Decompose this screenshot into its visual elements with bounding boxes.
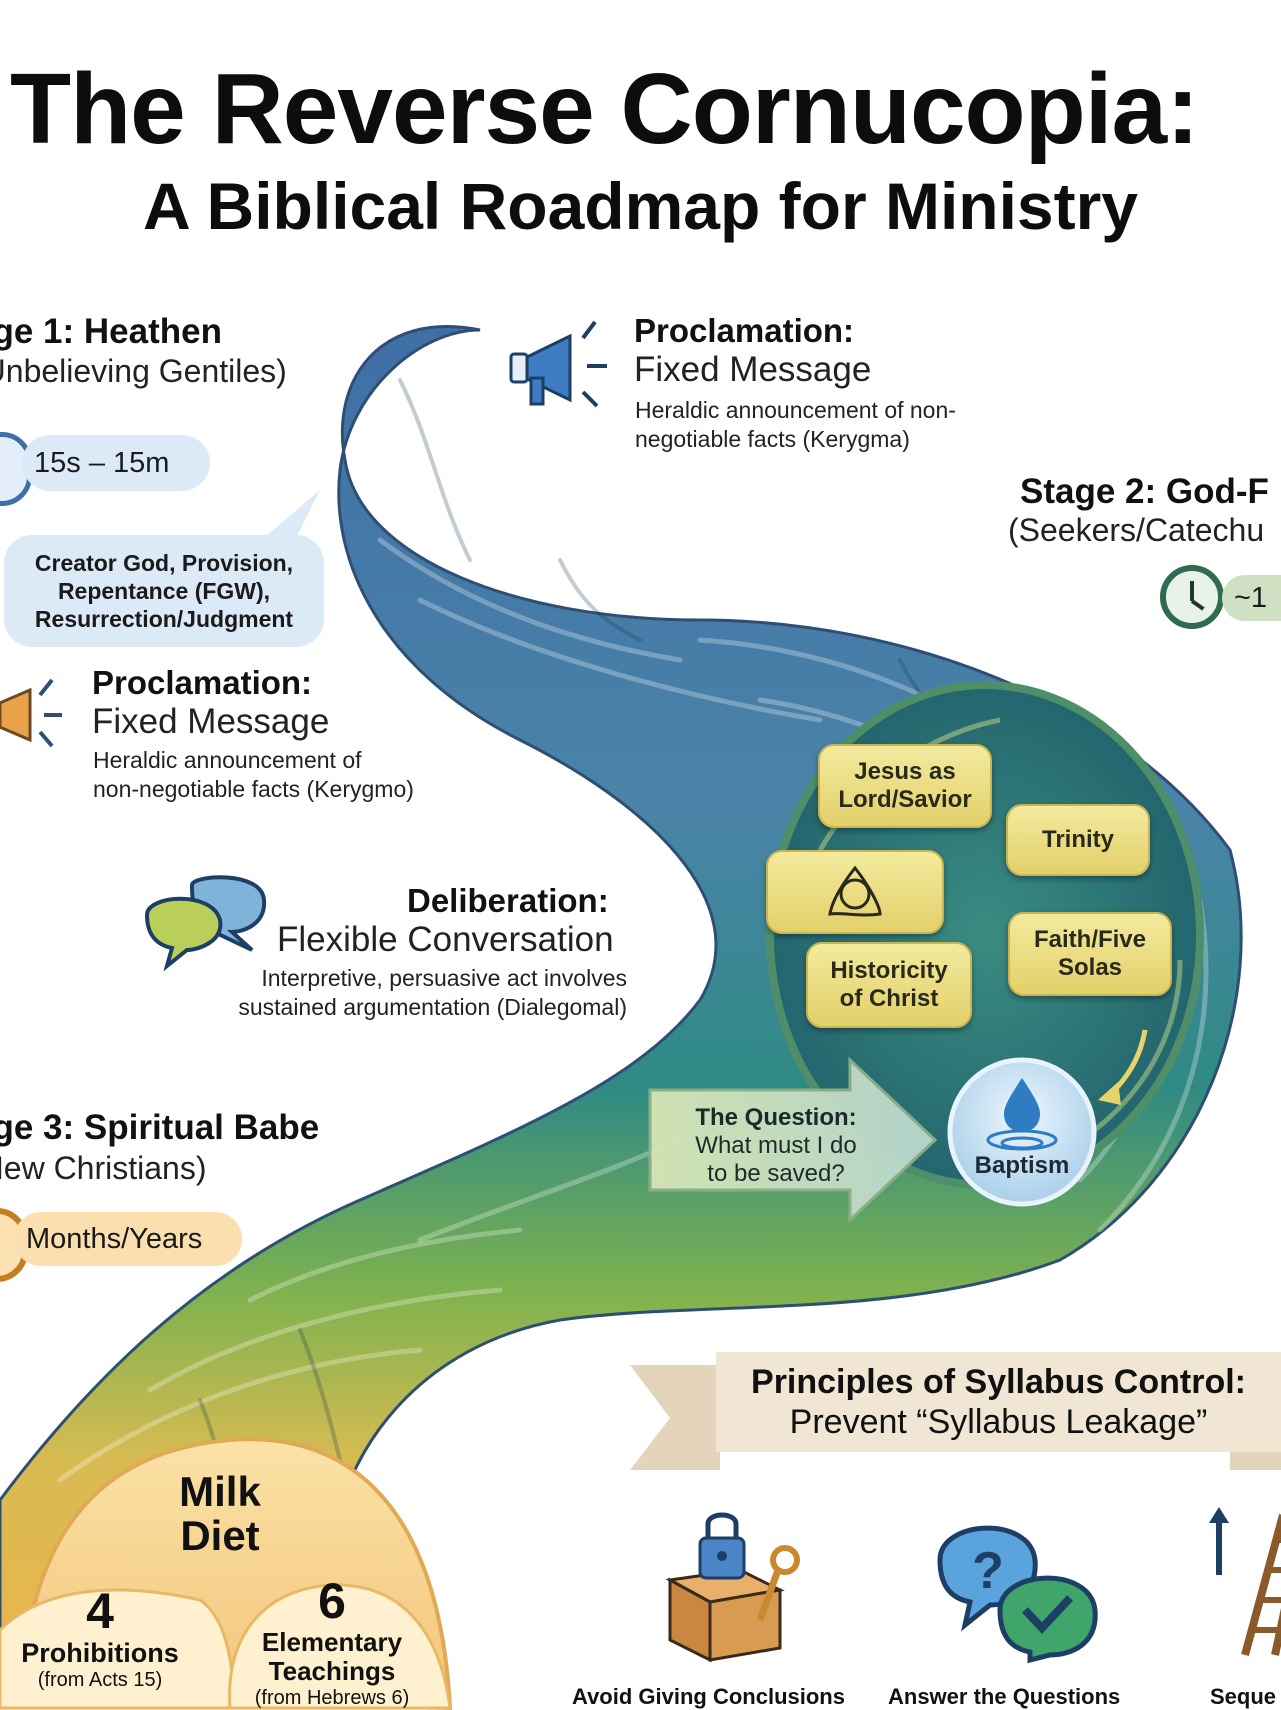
description-line-2: non-negotiable facts (Kerygmo) <box>93 776 414 802</box>
chat-bubbles-icon <box>144 875 267 972</box>
stage1-topics: Creator God, Provision, Repentance (FGW)… <box>4 535 324 647</box>
megaphone-icon-top <box>509 320 607 408</box>
principle-label-seque: Seque <box>1210 1684 1277 1709</box>
syllabus-subheading: Prevent “Syllabus Leakage” <box>789 1403 1208 1441</box>
ladder-icon <box>1209 1507 1281 1657</box>
stage1-topic-1: Creator God, Provision, <box>34 550 294 576</box>
principle-label-avoid-conclusions: Avoid Giving Conclusions <box>572 1684 845 1709</box>
syllabus-heading: Principles of Syllabus Control: <box>751 1363 1246 1401</box>
lockbox-icon <box>665 1512 800 1663</box>
stage2-clock-icon <box>1160 565 1224 629</box>
megaphone-icon <box>0 678 62 748</box>
question-line-1: The Question: <box>695 1104 857 1131</box>
teachings-number: 6 <box>318 1573 346 1629</box>
question-line-3: to be saved? <box>707 1160 845 1187</box>
prohibitions-source: (from Acts 15) <box>37 1669 163 1691</box>
top-proclamation-heading: Proclamation: <box>634 312 855 349</box>
deliberation-subheading: Flexible Conversation <box>277 920 614 959</box>
description-line-1: Heraldic announcement of non- <box>635 397 956 423</box>
stage1-duration: 15s – 15m <box>22 435 210 491</box>
deliberation-description: Interpretive, persuasive act involves su… <box>175 964 627 1022</box>
deliberation-heading: Deliberation: <box>407 882 609 919</box>
milk-diet-title-line-1: Milk <box>179 1468 261 1515</box>
stage1-proclamation-heading: Proclamation: <box>92 664 313 701</box>
topic-trinity: Trinity <box>1006 804 1150 876</box>
stage2-heading: Stage 2: God-F <box>1020 472 1269 511</box>
page-title: The Reverse Cornucopia: <box>10 53 1199 165</box>
stage3-heading: Stage 3: Spiritual Babe <box>0 1108 320 1147</box>
stage1-subheading: (Unbelieving Gentiles) <box>0 353 287 389</box>
prohibitions-card: 4 Prohibitions (from Acts 15) <box>0 1584 200 1692</box>
trinity-symbol-bubble <box>766 850 944 934</box>
svg-text:?: ? <box>972 1542 1004 1600</box>
stage2-duration: ~1 <box>1222 575 1281 621</box>
stage1-proclamation-description: Heraldic announcement of non-negotiable … <box>93 746 453 804</box>
description-line-1: Interpretive, persuasive act involves <box>261 965 627 991</box>
topic-historicity-of-christ: Historicity of Christ <box>806 942 972 1028</box>
syllabus-banner: Principles of Syllabus Control: Prevent … <box>716 1352 1281 1452</box>
teachings-card: 6 Elementary Teachings (from Hebrews 6) <box>232 1574 432 1710</box>
prohibitions-number: 4 <box>86 1583 114 1639</box>
milk-diet-title-line-2: Diet <box>180 1512 260 1559</box>
topic-jesus-lord-savior: Jesus as Lord/Savior <box>818 744 992 828</box>
top-proclamation-description: Heraldic announcement of non- negotiable… <box>635 396 1035 454</box>
baptism-label: Baptism <box>974 1152 1070 1179</box>
topic-faith-five-solas: Faith/Five Solas <box>1008 912 1172 996</box>
question-text: The Question: What must I do to be saved… <box>676 1104 876 1188</box>
speech-tail-icon <box>250 490 320 550</box>
question-check-icon: ? <box>937 1525 1098 1664</box>
description-line-1: Heraldic announcement of <box>93 747 362 773</box>
triquetra-icon <box>828 865 882 917</box>
stage3-duration: Months/Years <box>14 1212 242 1266</box>
principle-label-answer-questions: Answer the Questions <box>888 1684 1121 1709</box>
description-line-2: sustained argumentation (Dialegomal) <box>238 994 627 1020</box>
page-subtitle: A Biblical Roadmap for Ministry <box>142 169 1139 243</box>
stage1-proclamation-subheading: Fixed Message <box>92 702 330 741</box>
stage1-topic-2: Repentance (FGW), <box>57 578 271 604</box>
stage3-subheading: (New Christians) <box>0 1150 207 1186</box>
stage2-subheading: (Seekers/Catechu <box>1008 512 1265 548</box>
teachings-source: (from Hebrews 6) <box>254 1687 410 1709</box>
stage1-heading: Stage 1: Heathen <box>0 312 222 351</box>
milk-diet-title: Milk Diet <box>160 1470 280 1558</box>
description-line-2: negotiable facts (Kerygma) <box>635 426 910 452</box>
teachings-label-line-2: Teachings <box>268 1656 396 1686</box>
prohibitions-label: Prohibitions <box>21 1638 179 1668</box>
top-proclamation-subheading: Fixed Message <box>634 350 872 389</box>
teachings-label-line-1: Elementary <box>261 1627 403 1657</box>
stage1-topic-3: Resurrection/Judgment <box>34 606 294 632</box>
question-line-2: What must I do <box>695 1132 857 1159</box>
